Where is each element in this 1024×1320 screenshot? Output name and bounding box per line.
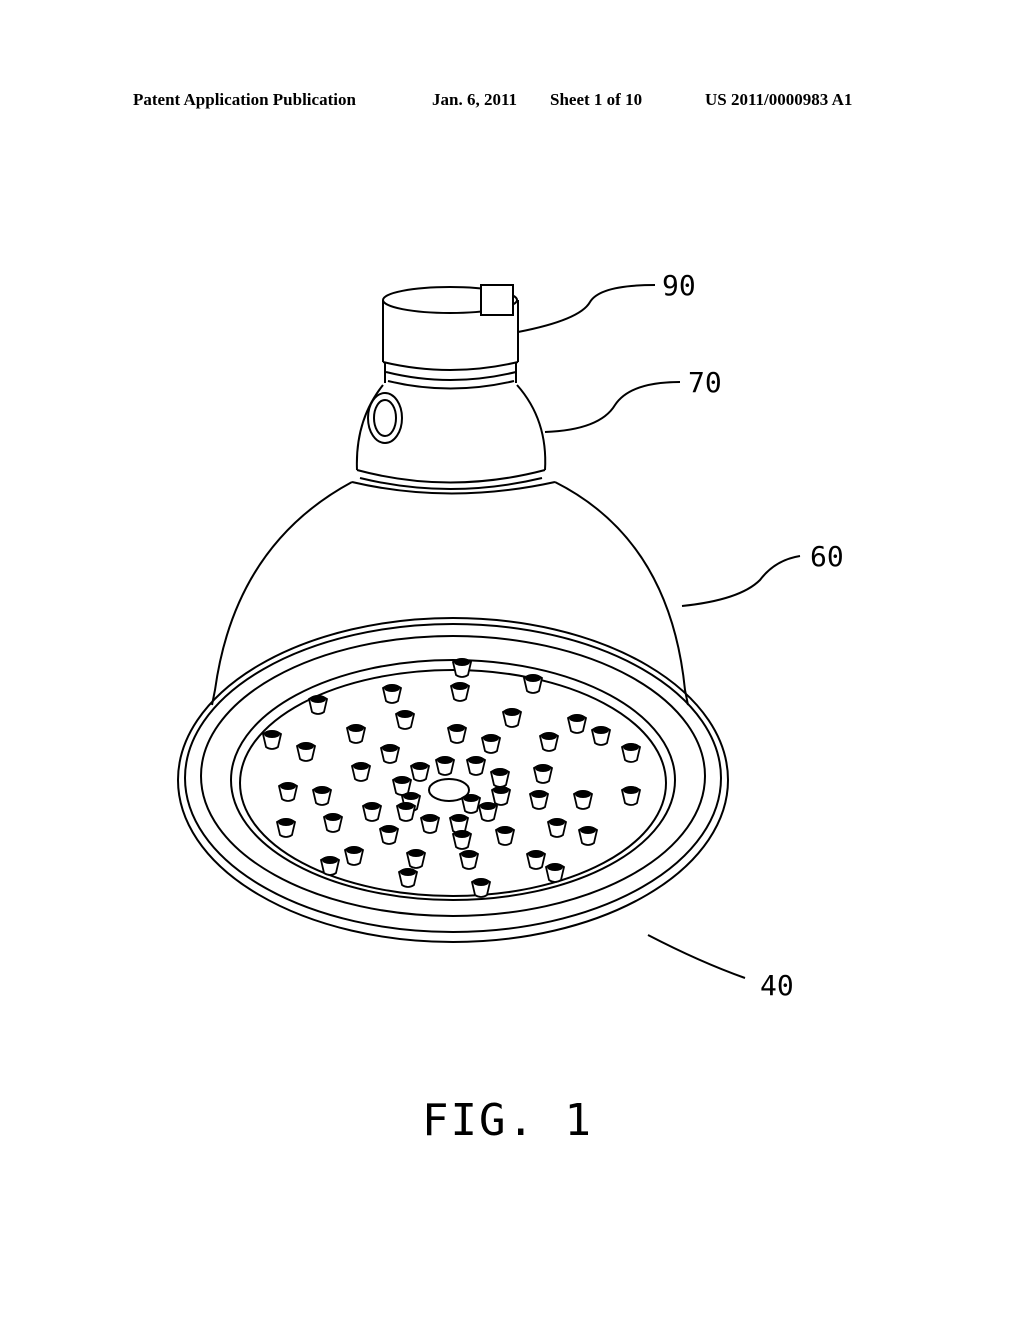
nozzle-tip bbox=[580, 826, 596, 834]
nozzle-tip bbox=[480, 802, 496, 810]
nozzle-tip bbox=[382, 744, 398, 752]
nozzle-tip bbox=[310, 695, 326, 703]
header-patent-number: US 2011/0000983 A1 bbox=[705, 90, 853, 109]
nozzle-tip bbox=[549, 818, 565, 826]
nozzle-tip bbox=[384, 684, 400, 692]
nozzle-tip bbox=[353, 762, 369, 770]
nozzle-tip bbox=[535, 764, 551, 772]
nozzle-tip bbox=[593, 726, 609, 734]
nozzle-tip bbox=[454, 658, 470, 666]
ref-label-40: 40 bbox=[760, 969, 794, 1002]
nozzle-tip bbox=[278, 818, 294, 826]
shower-head-illustration bbox=[177, 284, 801, 979]
nozzle-tip bbox=[322, 856, 338, 864]
patent-header: Patent Application Publication Jan. 6, 2… bbox=[0, 90, 1024, 114]
nozzle-tip bbox=[525, 674, 541, 682]
nozzle-tip bbox=[473, 878, 489, 886]
nozzle-tip bbox=[569, 714, 585, 722]
nozzle-tip bbox=[492, 768, 508, 776]
nozzle-tip bbox=[403, 792, 419, 800]
header-sheet: Sheet 1 of 10 bbox=[550, 90, 643, 109]
nozzle-tip bbox=[493, 786, 509, 794]
leader-40 bbox=[647, 934, 746, 979]
nozzle-tip bbox=[325, 813, 341, 821]
nozzle-tip bbox=[497, 826, 513, 834]
ref-label-90: 90 bbox=[662, 269, 696, 302]
connector-part bbox=[382, 284, 519, 390]
nozzle-tip bbox=[280, 782, 296, 790]
nozzle-array bbox=[261, 658, 642, 898]
nozzle-tip bbox=[575, 790, 591, 798]
nozzle-tip bbox=[364, 802, 380, 810]
nozzle-tip bbox=[531, 790, 547, 798]
nozzle-tip bbox=[483, 734, 499, 742]
nozzle-tip bbox=[398, 802, 414, 810]
nozzle-tip bbox=[346, 846, 362, 854]
nozzle-tip bbox=[394, 776, 410, 784]
nozzle-tip bbox=[528, 850, 544, 858]
nozzle-tip bbox=[454, 830, 470, 838]
header-publication: Patent Application Publication bbox=[133, 90, 356, 109]
nozzle-tip bbox=[381, 825, 397, 833]
nozzle-tip bbox=[452, 682, 468, 690]
leader-60 bbox=[681, 555, 801, 607]
nozzle-tip bbox=[504, 708, 520, 716]
nozzle-tip bbox=[264, 730, 280, 738]
housing-part bbox=[211, 481, 689, 706]
nozzle-tip bbox=[348, 724, 364, 732]
nozzle-tip bbox=[451, 814, 467, 822]
nozzle-tip bbox=[461, 850, 477, 858]
nozzle-tip bbox=[412, 762, 428, 770]
nozzle-tip bbox=[468, 756, 484, 764]
leader-90 bbox=[517, 284, 656, 333]
ref-label-70: 70 bbox=[688, 366, 722, 399]
face-plate-part bbox=[177, 617, 729, 943]
nozzle-tip bbox=[400, 868, 416, 876]
header-date: Jan. 6, 2011 bbox=[432, 90, 518, 109]
nozzle-tip bbox=[449, 724, 465, 732]
nozzle-tip bbox=[408, 849, 424, 857]
nozzle-tip bbox=[623, 786, 639, 794]
figure-caption: FIG. 1 bbox=[422, 1095, 593, 1146]
ball-joint-part bbox=[355, 384, 547, 490]
nozzle-tip bbox=[437, 756, 453, 764]
nozzle-tip bbox=[397, 710, 413, 718]
ref-label-60: 60 bbox=[810, 540, 844, 573]
nozzle-tip bbox=[463, 794, 479, 802]
nozzle-tip bbox=[541, 732, 557, 740]
nozzle-tip bbox=[623, 743, 639, 751]
nozzle-tip bbox=[314, 786, 330, 794]
nozzle-tip bbox=[422, 814, 438, 822]
leader-70 bbox=[544, 381, 681, 433]
nozzle-tip bbox=[298, 742, 314, 750]
nozzle-tip bbox=[547, 863, 563, 871]
